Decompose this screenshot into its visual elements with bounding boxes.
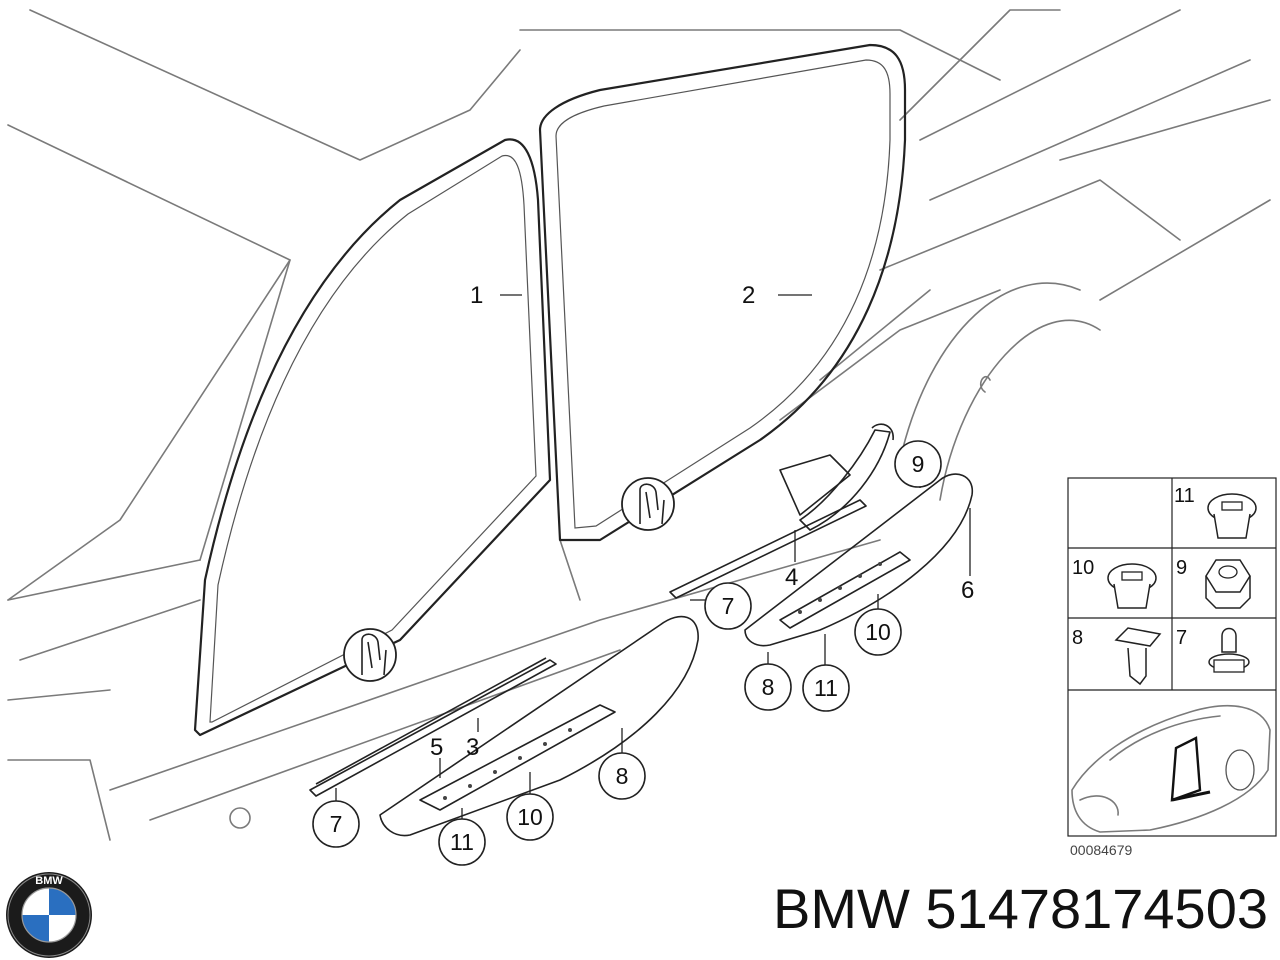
clip-nut-icon: [1207, 493, 1257, 539]
svg-text:8: 8: [616, 763, 629, 789]
grid-label-9: 9: [1176, 557, 1187, 579]
svg-text:11: 11: [450, 829, 474, 855]
callout-8-front: 8: [598, 752, 646, 800]
callout-10-front: 10: [506, 793, 554, 841]
rear-sill-strip: [669, 423, 894, 599]
rear-sill-cover: [744, 473, 973, 647]
push-clip-icon: [1208, 627, 1250, 673]
seal-clip-detail-icon: [343, 628, 397, 682]
label-part-3: 3: [466, 734, 479, 761]
svg-text:11: 11: [814, 675, 838, 701]
grid-label-11: 11: [1174, 485, 1195, 507]
grid-label-8: 8: [1072, 627, 1083, 649]
callout-8-rear: 8: [744, 663, 792, 711]
hex-nut-icon: [1205, 559, 1251, 609]
svg-text:8: 8: [762, 674, 775, 700]
svg-text:10: 10: [517, 804, 543, 830]
svg-text:9: 9: [912, 451, 925, 477]
expanding-rivet-icon: [1114, 627, 1162, 686]
label-part-2: 2: [742, 282, 755, 309]
reference-number: 00084679: [1070, 842, 1133, 858]
front-sill-strip: [309, 657, 557, 797]
grid-label-10: 10: [1072, 557, 1094, 579]
callout-11-rear: 11: [802, 664, 850, 712]
label-part-5: 5: [430, 734, 443, 761]
label-part-1: 1: [470, 282, 483, 309]
front-door-seal: [193, 138, 552, 737]
svg-text:10: 10: [865, 619, 891, 645]
label-part-4: 4: [785, 564, 798, 591]
svg-text:7: 7: [722, 593, 735, 619]
car-locator-icon: [1071, 704, 1271, 833]
callout-10-rear: 10: [854, 608, 902, 656]
clip-nut-icon: [1107, 563, 1157, 609]
bmw-logo-icon: BMW: [6, 872, 92, 958]
parts-grid: 11 10 9 8 7: [1067, 477, 1277, 837]
car-body-outline: [7, 9, 1271, 841]
callout-11-front: 11: [438, 818, 486, 866]
label-part-6: 6: [961, 577, 974, 604]
part-number-caption: BMW 51478174503: [772, 877, 1268, 940]
svg-text:BMW: BMW: [35, 875, 63, 887]
svg-text:7: 7: [330, 811, 343, 837]
callout-7-front: 7: [312, 800, 360, 848]
leader-lines: [335, 294, 971, 820]
rear-door-seal: [538, 43, 907, 542]
callout-9: 9: [894, 440, 942, 488]
front-sill-cover: [379, 615, 699, 837]
grid-label-7: 7: [1176, 627, 1187, 649]
callout-7-rear: 7: [704, 582, 752, 630]
seal-clip-detail-icon: [621, 477, 675, 531]
